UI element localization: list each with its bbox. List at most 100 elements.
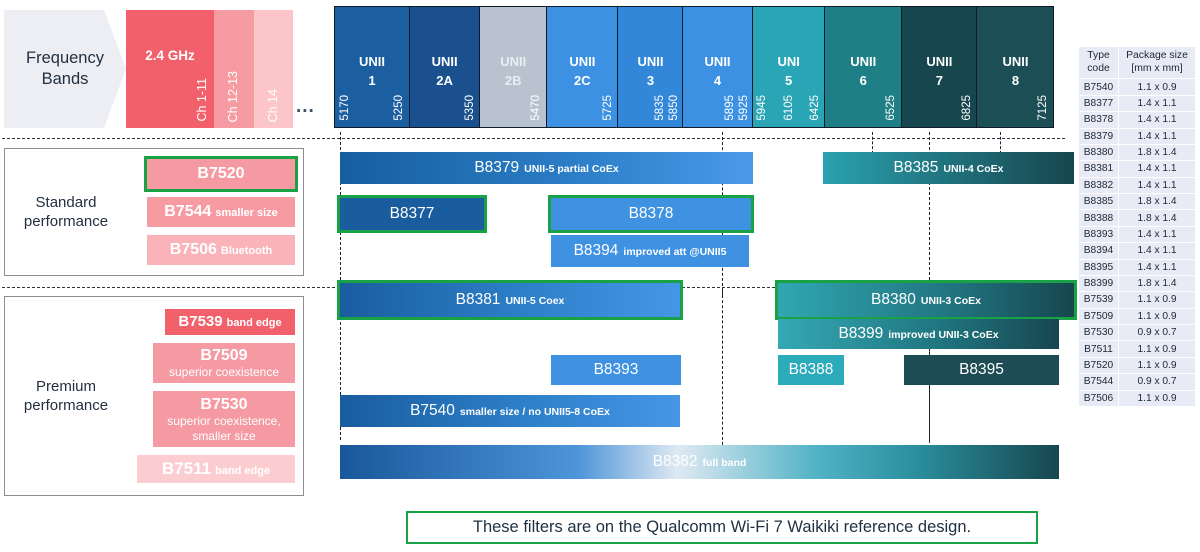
- table-cell-package-size: 0.9 x 0.7: [1118, 373, 1196, 391]
- filter-pill-note: Bluetooth: [220, 245, 273, 258]
- table-header-type-code: Type code: [1078, 45, 1119, 80]
- filter-bar-b8382[interactable]: B8382 full band: [340, 445, 1059, 479]
- frequency-tick-5350: 5350: [463, 95, 476, 121]
- performance-group-premium-label: Premium performance: [23, 377, 109, 415]
- frequency-tick-5895: 5895: [724, 95, 737, 121]
- filter-bar-b8393[interactable]: B8393: [551, 355, 681, 385]
- table-cell-package-size: 1.4 x 1.1: [1118, 111, 1196, 129]
- filter-bar-note: improved UNII-3 CoEx: [888, 329, 999, 341]
- band-2.4ghz-ch12-13: Ch 12-13: [214, 10, 254, 128]
- table-cell-type-code: B8385: [1078, 192, 1119, 211]
- table-cell-package-size: 1.1 x 0.9: [1118, 356, 1196, 375]
- filter-pill-b7520[interactable]: B7520: [144, 156, 298, 192]
- table-cell-type-code: B8399: [1078, 274, 1119, 293]
- table-cell-type-code: B8380: [1078, 143, 1119, 162]
- table-cell-type-code: B7544: [1078, 373, 1119, 391]
- filter-bar-b8388[interactable]: B8388: [778, 355, 844, 385]
- unii-band-6-ticks: 6525: [825, 67, 901, 127]
- table-cell-type-code: B8382: [1078, 176, 1119, 195]
- table-cell-type-code: B7520: [1078, 356, 1119, 375]
- table-cell-type-code: B8394: [1078, 242, 1119, 260]
- filter-bar-b8377[interactable]: B8377: [337, 195, 487, 233]
- frequency-tick-5470: 5470: [530, 95, 543, 121]
- filter-bar-note: UNII-3 CoEx: [920, 295, 981, 307]
- filter-pill-note: band edge: [226, 317, 282, 329]
- band-group-2.4ghz: 2.4 GHz Ch 1-11 Ch 12-13 Ch 14: [126, 10, 293, 128]
- filter-bar-code: B8382: [652, 453, 698, 470]
- filter-bar-b8395[interactable]: B8395: [904, 355, 1059, 385]
- filter-bar-code: B8380: [871, 291, 916, 308]
- table-cell-type-code: B8393: [1078, 225, 1119, 244]
- table-cell-package-size: 1.1 x 0.9: [1118, 340, 1196, 358]
- table-cell-type-code: B8395: [1078, 258, 1119, 276]
- guide-line-6105: [1000, 132, 1001, 168]
- band-2.4ghz-channel-14: Ch 14: [265, 88, 280, 122]
- table-cell-type-code: B7509: [1078, 307, 1119, 326]
- filter-bar-code: B7540: [410, 402, 455, 419]
- frequency-tick-5250: 5250: [393, 95, 405, 121]
- table-cell-package-size: 1.8 x 1.4: [1118, 274, 1196, 293]
- filter-bar-code: B8378: [628, 205, 674, 222]
- table-cell-package-size: 1.1 x 0.9: [1118, 291, 1196, 309]
- filter-bar-note: UNII-5 Coex: [505, 295, 565, 307]
- frequency-tick-7125: 7125: [1037, 95, 1050, 121]
- band-2.4ghz-ch14: Ch 14: [254, 10, 293, 128]
- band-2.4ghz-channel-12-13: Ch 12-13: [226, 70, 240, 122]
- filter-bar-b8381[interactable]: B8381 UNII-5 Coex: [337, 280, 683, 320]
- filter-bar-code: B8393: [593, 361, 639, 378]
- table-cell-type-code: B8379: [1078, 127, 1119, 145]
- filter-bar-note: full band: [702, 457, 747, 469]
- frequency-tick-5925: 5925: [738, 95, 751, 121]
- filter-bar-code: B8381: [455, 291, 501, 308]
- frequency-tick-6425: 6425: [808, 95, 821, 121]
- filter-bar-code: B8377: [389, 205, 435, 222]
- band-2.4ghz-channel-1-11: Ch 1-11: [195, 78, 209, 122]
- band-2.4ghz-main: 2.4 GHz Ch 1-11: [126, 10, 214, 128]
- filter-bar-code: B8395: [959, 361, 1004, 378]
- unii-band-7-ticks: 6825: [902, 67, 977, 127]
- filter-pill-code: B7511: [161, 458, 212, 478]
- filter-bar-b8380[interactable]: B8380 UNII-3 CoEx: [775, 280, 1077, 320]
- frequency-tick-5850: 5850: [668, 95, 681, 121]
- table-cell-type-code: B8388: [1078, 209, 1119, 227]
- filter-bar-b8378[interactable]: B8378: [548, 195, 754, 233]
- caption-banner: These filters are on the Qualcomm Wi-Fi …: [406, 511, 1038, 544]
- filter-bar-note: improved att @UNII5: [623, 246, 727, 258]
- filter-bar-code: B8385: [893, 159, 939, 176]
- unii-band-2b-ticks: 5470: [480, 67, 546, 127]
- band-2.4ghz-title: 2.4 GHz: [145, 48, 195, 63]
- frequency-bands-text: Frequency Bands: [26, 49, 104, 88]
